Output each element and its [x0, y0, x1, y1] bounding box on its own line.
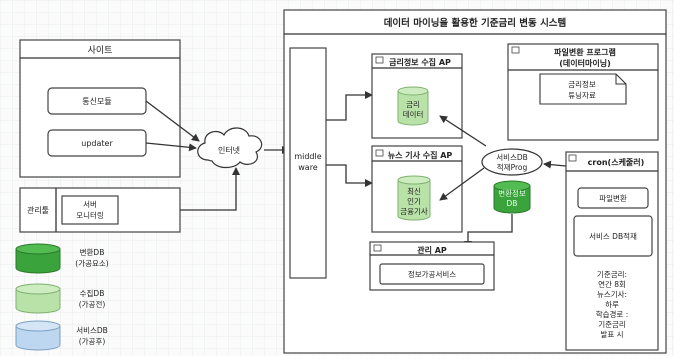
cron-file-convert-box — [577, 187, 649, 209]
legend-collect-db-line1: 수집DB — [80, 288, 105, 298]
news-ap-title: 뉴스 기사 수집 AP — [388, 150, 453, 160]
legend-convert-db — [15, 243, 61, 274]
news-db-line3: 금융기사 — [400, 207, 428, 216]
rate-db-line1: 금리 — [406, 100, 420, 109]
cron-file-convert-label: 파일변환 — [599, 193, 627, 203]
cron-schedule-line-4: 하루 — [605, 299, 619, 309]
convert-db-cylinder — [493, 180, 531, 214]
legend-service-db-line1: 서비스DB — [76, 326, 108, 335]
server-monitoring-line2: 모니터링 — [76, 210, 104, 220]
legend-service-db — [15, 320, 61, 351]
arrow-convert-db-to-manage-ap — [464, 214, 513, 249]
cron-title: cron(스케줄러) — [588, 157, 645, 167]
arrow-middleware-to-rate-ap — [326, 91, 373, 121]
system-title: 데이터 마이닝을 활용한 기준금리 변동 시스템 — [384, 17, 567, 29]
legend-collect-db — [15, 283, 61, 314]
file-convert-prog-component-icon — [511, 46, 520, 54]
news-db-cylinder — [397, 175, 431, 221]
middleware-line2: ware — [298, 163, 318, 172]
news-db-line1: 최신 — [407, 186, 421, 196]
middleware-line1: middle — [294, 152, 321, 161]
arrow-updater-to-internet — [145, 142, 197, 152]
service-db-prog-line1: 서비스DB — [496, 153, 528, 162]
file-convert-prog-title-line1: 파일변환 프로그램 — [554, 47, 616, 57]
convert-db-line1: 변환정보 — [498, 188, 526, 198]
arrow-prog-to-rate-db — [439, 115, 487, 147]
tuning-doc-line1: 금리정보 — [568, 79, 596, 89]
rate-ap-component-icon — [375, 56, 384, 64]
cron-service-db-load-box — [573, 215, 653, 257]
manage-ap-title: 관리 AP — [417, 245, 447, 255]
server-monitoring-line1: 서버 — [83, 199, 97, 209]
tuning-doc-line2: 튜닝자료 — [568, 90, 596, 100]
middleware-box — [289, 47, 327, 279]
info-processing-service-label: 정보가공서비스 — [408, 269, 456, 279]
rate-ap-title: 금리정보 수집 AP — [389, 57, 451, 67]
convert-db-line2: DB — [507, 199, 518, 208]
cron-schedule-line-1: 기준금리: — [597, 270, 627, 279]
manage-ap-component-icon — [373, 244, 382, 252]
rate-db-line2: 데이터 — [403, 109, 424, 119]
internet-cloud-icon — [197, 127, 263, 169]
arrow-middleware-to-news-ap — [326, 164, 373, 187]
file-convert-prog-title-line2: (데이터마이닝) — [559, 58, 610, 68]
arrow-comm-to-internet — [145, 100, 200, 142]
cron-schedule-line-7: 발표 시 — [600, 330, 623, 339]
legend-service-db-line2: (가공후) — [79, 337, 106, 346]
news-db-line2: 인기 — [407, 196, 421, 206]
internet-label: 인터넷 — [218, 145, 240, 155]
rate-db-cylinder — [397, 86, 429, 126]
service-db-prog-node — [481, 148, 543, 176]
server-monitoring-box — [61, 195, 119, 225]
cron-component-icon — [568, 154, 577, 162]
arrow-manager-to-internet — [180, 167, 240, 211]
tuning-doc-fold — [615, 74, 626, 85]
info-processing-service-box — [379, 263, 485, 285]
cron-service-db-load-label: 서비스 DB적재 — [589, 231, 637, 241]
manager-label: 관리툴 — [27, 205, 49, 215]
legend-collect-db-line2: (가공전) — [79, 299, 106, 309]
legend-convert-db-line2: (가공요소) — [75, 259, 109, 268]
updater-label: updater — [81, 139, 113, 148]
arrow-cron-to-prog — [543, 160, 567, 169]
news-ap-component-icon — [375, 149, 384, 157]
tuning-doc-icon — [539, 73, 627, 105]
cron-schedule-line-3: 뉴스기사: — [597, 290, 627, 299]
legend-convert-db-line1: 변환DB — [80, 247, 105, 257]
site-title: 사이트 — [88, 45, 113, 56]
comm-module-label: 통신모듈 — [82, 97, 111, 106]
arrow-prog-to-news-db — [439, 167, 485, 201]
cron-schedule-line-5: 학습경로 : — [596, 309, 629, 319]
cron-schedule-line-2: 연간 8회 — [598, 279, 626, 289]
service-db-prog-line2: 적재Prog — [497, 162, 528, 172]
cron-schedule-line-6: 기준금리 — [598, 320, 626, 329]
